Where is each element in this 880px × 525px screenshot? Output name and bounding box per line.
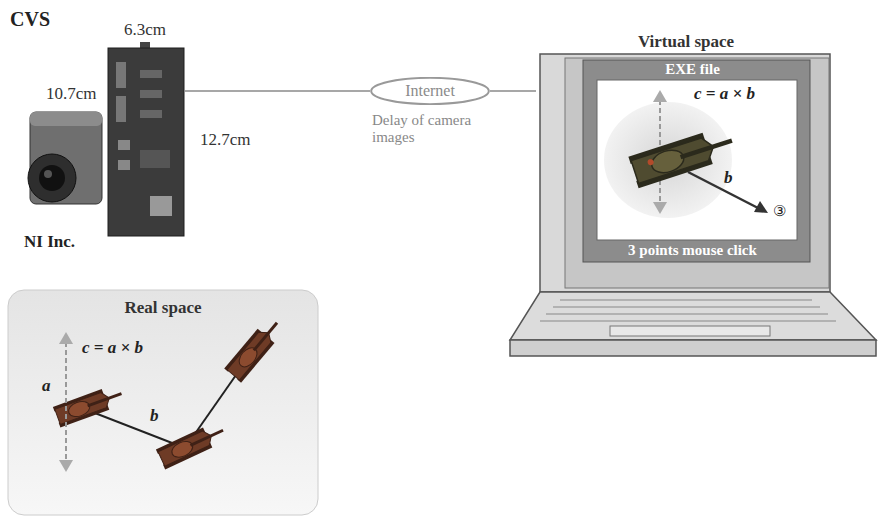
illustration-part [540, 321, 836, 322]
cvs-device [108, 42, 184, 236]
illustration-part [546, 314, 828, 315]
space-heading: Virtual space [536, 32, 836, 52]
callout-number: ③ [773, 203, 786, 220]
dimension-label: 12.7cm [200, 130, 251, 150]
file-name: EXE file [575, 61, 810, 78]
illustration-part [754, 201, 768, 213]
vector-label: b [724, 168, 733, 188]
illustration-part [653, 202, 667, 214]
network-ellipse: Internet [370, 77, 490, 105]
laptop [510, 54, 876, 356]
illustration-part [583, 60, 810, 262]
network-line [184, 90, 370, 92]
real-space-box: Real space [4, 290, 322, 515]
screen-frame: EXE file 3 points mouse click [575, 60, 810, 262]
screen-picture [604, 90, 768, 218]
instruction-text: 3 points mouse click [575, 242, 810, 259]
illustration-part [59, 460, 73, 472]
illustration-part [140, 70, 162, 78]
formula-label: c = a × b [694, 84, 755, 104]
device-heading: CVS [10, 8, 50, 31]
illustration-part [653, 90, 667, 102]
illustration-part [28, 154, 76, 202]
maker-name: NI Inc. [24, 232, 75, 252]
dimension-label: 10.7cm [46, 84, 97, 104]
illustration-part [8, 290, 318, 515]
camera-photo [28, 112, 102, 204]
illustration-part [140, 90, 162, 98]
vector-label: b [150, 406, 159, 426]
illustration-part [116, 96, 126, 122]
illustration-part [140, 150, 170, 168]
illustration-part [224, 316, 285, 383]
illustration-part [140, 110, 162, 118]
device-group: CVS NI Inc. [8, 8, 184, 264]
formula-label: c = a × b [82, 338, 143, 358]
illustration-part [628, 125, 737, 188]
space-heading: Real space [4, 298, 322, 318]
illustration-part [118, 140, 130, 150]
illustration-part [108, 48, 184, 236]
illustration-part [150, 196, 172, 216]
illustration-part [156, 420, 228, 469]
network-line [490, 90, 536, 92]
illustration-part [39, 165, 65, 191]
dimension-label: 6.3cm [124, 20, 166, 40]
real-space-panel [8, 290, 318, 515]
laptop-box: Virtual spaceEXE file 3 points mouse clic… [536, 32, 836, 294]
illustration-part [65, 342, 67, 462]
network-name: Internet [405, 82, 455, 100]
illustration-part [688, 172, 758, 208]
illustration-part [610, 326, 770, 336]
illustration-part [510, 340, 876, 356]
illustration-part [53, 383, 125, 427]
illustration-part [44, 170, 52, 178]
illustration-part [553, 307, 820, 308]
illustration-part [30, 112, 102, 126]
illustration-part [565, 58, 829, 288]
vector-label: a [42, 376, 51, 396]
illustration-part [597, 80, 797, 240]
illustration-part [560, 300, 812, 301]
delay-note: Delay of camera images [372, 112, 497, 147]
illustration-part [510, 292, 876, 340]
illustration-part [118, 160, 130, 170]
illustration-part [116, 62, 126, 88]
illustration-part [59, 332, 73, 344]
illustration-part [540, 54, 830, 292]
ellipse-shape [371, 78, 489, 104]
